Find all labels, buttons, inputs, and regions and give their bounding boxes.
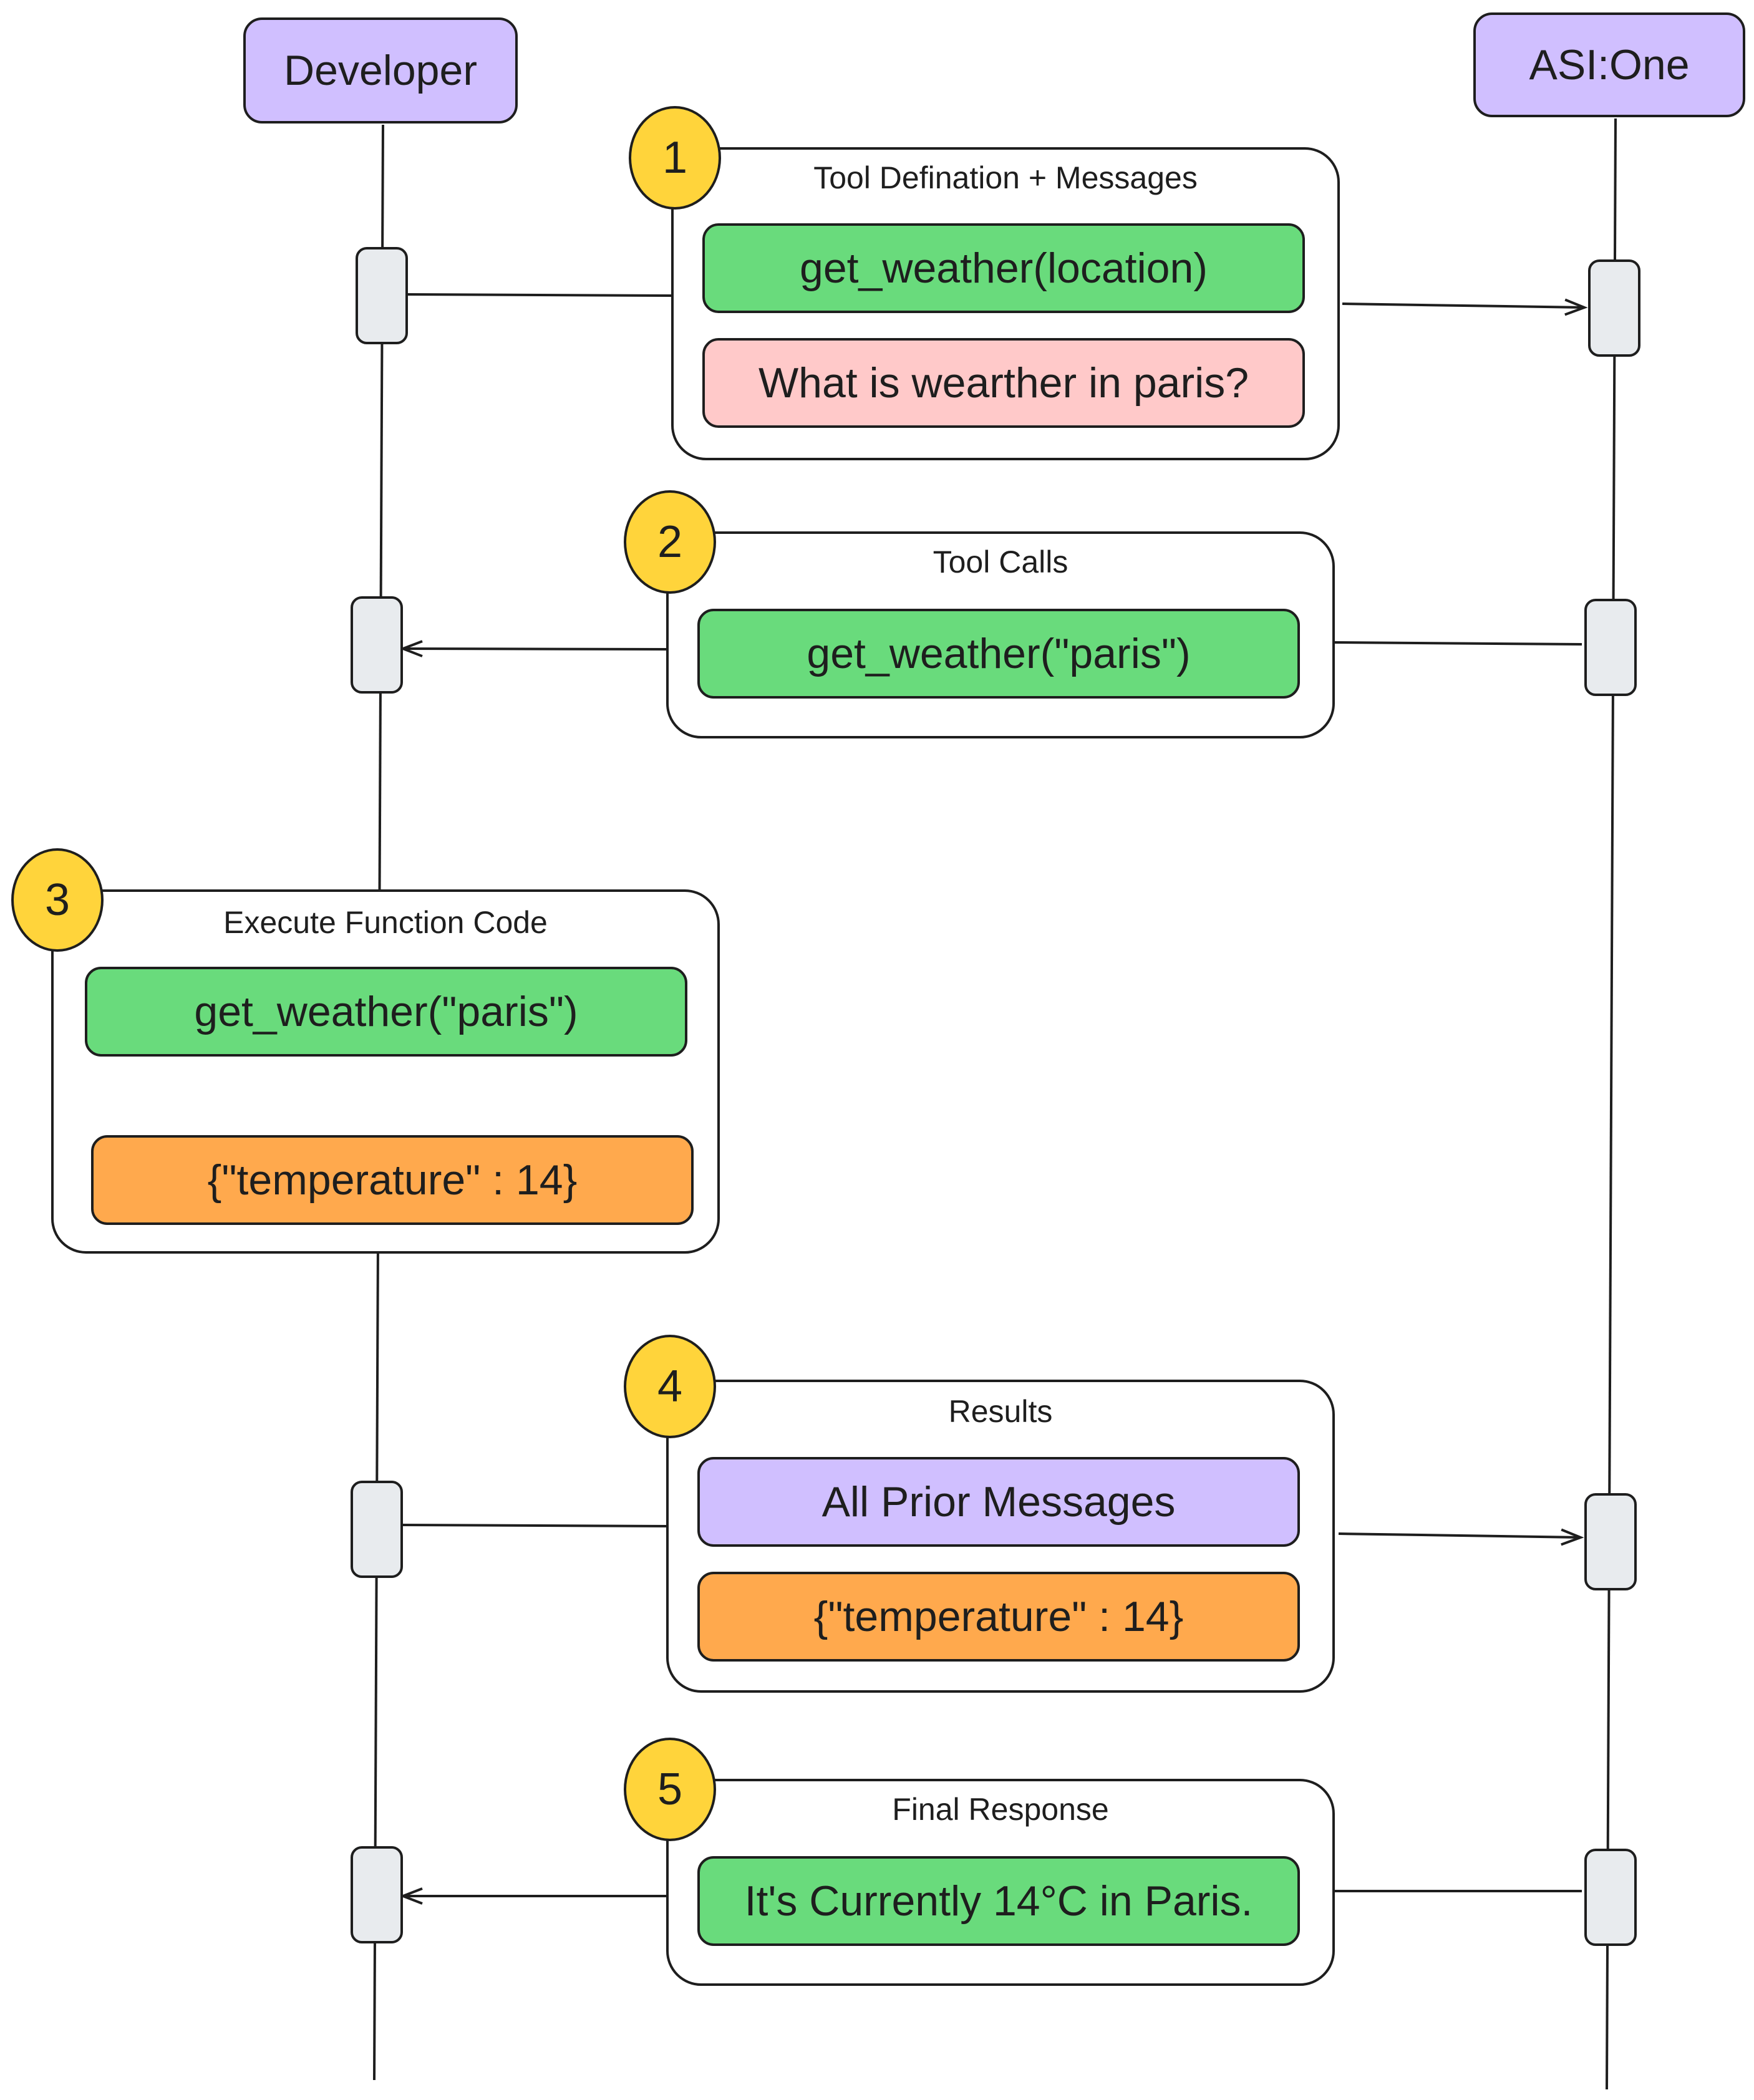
asi-one-activation-1 [1588, 259, 1640, 357]
execute-call-pill: get_weather("paris") [85, 967, 687, 1057]
step-5-badge: 5 [624, 1738, 716, 1841]
step-3-group: Execute Function Code get_weather("paris… [51, 889, 720, 1254]
developer-actor: Developer [243, 17, 518, 123]
asi-one-activation-2 [1584, 599, 1637, 696]
step-4-title: Results [948, 1394, 1053, 1429]
user-message-text: What is wearther in paris? [758, 359, 1249, 407]
step-2-number: 2 [657, 517, 683, 567]
step-4-badge: 4 [624, 1335, 716, 1438]
tool-definition-text: get_weather(location) [800, 244, 1208, 292]
asi-one-lifeline [1606, 118, 1617, 2090]
step-4-arrow [1338, 1528, 1584, 1546]
developer-label: Developer [284, 47, 477, 94]
developer-activation-1 [356, 247, 408, 344]
results-temperature-pill: {"temperature" : 14} [697, 1572, 1300, 1662]
step-1-badge: 1 [629, 106, 721, 210]
step-2-group: Tool Calls get_weather("paris") [666, 531, 1335, 738]
step-4-group: Results All Prior Messages {"temperature… [666, 1380, 1335, 1693]
asi-one-activation-3 [1584, 1493, 1637, 1590]
tool-definition-pill: get_weather(location) [702, 223, 1305, 313]
results-temperature-text: {"temperature" : 14} [813, 1593, 1184, 1640]
tool-call-pill: get_weather("paris") [697, 609, 1300, 699]
execute-result-text: {"temperature" : 14} [207, 1156, 578, 1204]
prior-messages-text: All Prior Messages [821, 1478, 1176, 1526]
step-3-number: 3 [44, 875, 70, 925]
execute-call-text: get_weather("paris") [194, 988, 578, 1035]
asi-one-actor: ASI:One [1473, 12, 1745, 117]
step-1-number: 1 [662, 133, 688, 183]
asi-one-activation-4 [1584, 1849, 1637, 1946]
step-2-line [1334, 641, 1582, 646]
step-5-number: 5 [657, 1764, 683, 1814]
tool-call-text: get_weather("paris") [807, 630, 1191, 677]
execute-result-pill: {"temperature" : 14} [91, 1135, 694, 1225]
step-1-arrow [1342, 298, 1588, 316]
step-1-group: Tool Defination + Messages get_weather(l… [671, 147, 1340, 460]
step-4-line [402, 1524, 669, 1527]
user-message-pill: What is wearther in paris? [702, 338, 1305, 428]
step-3-title: Execute Function Code [223, 905, 548, 940]
asi-one-label: ASI:One [1529, 41, 1690, 89]
step-5-group: Final Response It's Currently 14°C in Pa… [666, 1779, 1335, 1986]
final-response-pill: It's Currently 14°C in Paris. [697, 1856, 1300, 1946]
prior-messages-pill: All Prior Messages [697, 1457, 1300, 1547]
final-response-text: It's Currently 14°C in Paris. [744, 1877, 1253, 1925]
step-2-title: Tool Calls [933, 544, 1068, 579]
developer-activation-3 [351, 1481, 403, 1578]
step-4-number: 4 [657, 1362, 683, 1411]
step-1-line [406, 293, 673, 297]
step-2-badge: 2 [624, 490, 716, 594]
developer-activation-2 [351, 596, 403, 694]
developer-activation-4 [351, 1846, 403, 1943]
step-5-title: Final Response [892, 1792, 1109, 1827]
step-3-badge: 3 [11, 848, 104, 952]
step-1-title: Tool Defination + Messages [813, 160, 1198, 195]
